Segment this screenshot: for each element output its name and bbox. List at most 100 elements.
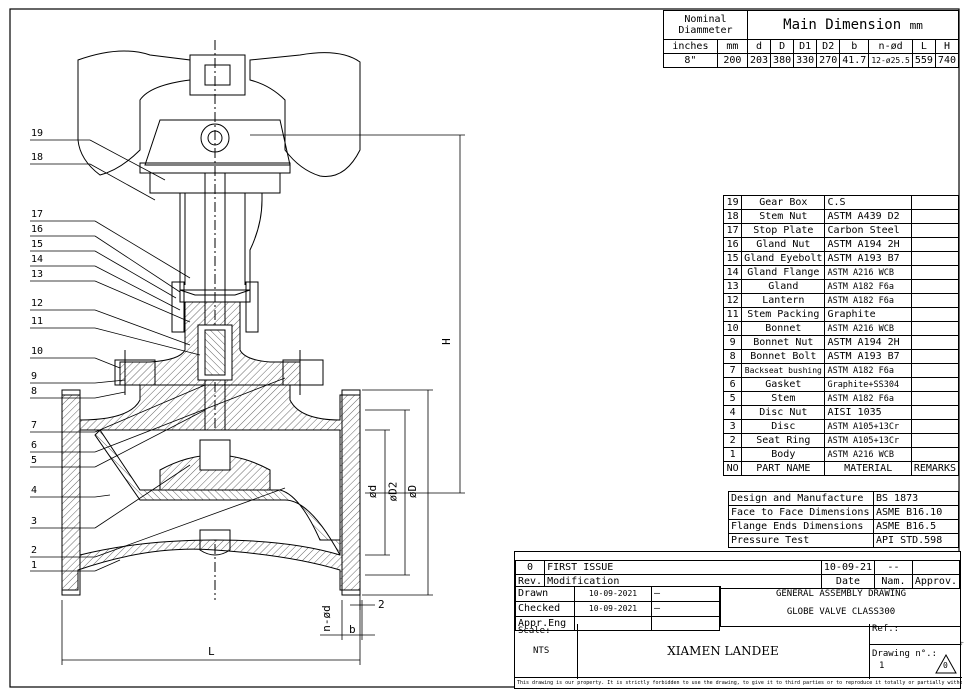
revision-triangle-icon (935, 654, 957, 674)
parts-header-row: NO PART NAME MATERIAL REMARKS (722, 461, 960, 476)
parts-cell-no: 17 (722, 223, 743, 238)
sheet-border (9, 8, 960, 688)
standards-table: Design and Manufacture BS 1873 Face to F… (728, 491, 959, 548)
dim-value: 330 (793, 53, 818, 68)
parts-cell-material: ASTM A216 WCB (824, 447, 912, 462)
rev-label: Rev. (514, 574, 546, 589)
balloon-15: 15 (31, 239, 44, 250)
dim-header: b (839, 39, 870, 54)
standard-value: API STD.598 (873, 533, 959, 548)
dim-value: 8" (663, 53, 718, 68)
parts-cell-name: Disc Nut (741, 405, 826, 420)
parts-cell-remarks (910, 293, 960, 308)
dim-nd: n-ød (319, 605, 333, 632)
revision-row: 0 FIRST ISSUE 10-09-21 -- (514, 560, 961, 575)
parts-cell-name: Gasket (741, 377, 826, 392)
parts-cell-remarks (910, 237, 960, 252)
drawing-title-2: GLOBE VALVE CLASS300 (786, 607, 896, 617)
parts-cell-no: 7 (722, 363, 743, 378)
dim-header: n-ød (868, 39, 913, 54)
parts-cell-material: AISI 1035 (824, 405, 912, 420)
parts-cell-material: Carbon Steel (824, 223, 912, 238)
parts-cell-name: Gland Nut (741, 237, 826, 252)
drawn-label: Drawn (515, 586, 575, 602)
parts-cell-no: 19 (722, 195, 743, 210)
balloon-8: 8 (31, 386, 38, 397)
dim-value: 203 (746, 53, 772, 68)
standard-label: Pressure Test (728, 533, 874, 548)
drawing-no: 1 (879, 661, 885, 671)
dim-header: D1 (793, 39, 818, 54)
balloon-16: 16 (31, 224, 44, 235)
parts-cell-remarks (910, 433, 960, 448)
parts-header-no: NO (722, 461, 743, 476)
parts-cell-no: 2 (722, 433, 743, 448)
standard-value: ASME B16.10 (873, 505, 959, 520)
standard-label: Flange Ends Dimensions (728, 519, 874, 534)
drawing-title-box: GENERAL ASSEMBLY DRAWING GLOBE VALVE CLA… (720, 586, 961, 627)
parts-cell-name: Body (741, 447, 826, 462)
unit-text: mm (909, 18, 923, 32)
gearbox-top (189, 54, 246, 96)
parts-cell-name: Backseat bushing (741, 363, 826, 378)
rev-number: 0 (514, 560, 546, 575)
parts-cell-material: ASTM A182 F6a (824, 363, 912, 378)
balloon-1: 1 (31, 560, 38, 571)
parts-cell-remarks (910, 307, 960, 322)
scale-label: Scale: (518, 626, 551, 636)
checked-by: – (651, 601, 720, 617)
parts-cell-no: 14 (722, 265, 743, 280)
balloon-2: 2 (31, 545, 38, 556)
leader-lines (30, 139, 286, 572)
standard-value: BS 1873 (873, 491, 959, 506)
balloon-11: 11 (31, 316, 44, 327)
standard-label: Face to Face Dimensions (728, 505, 874, 520)
dim-header: d (746, 39, 772, 54)
balloon-6: 6 (31, 440, 38, 451)
appr-by (651, 616, 720, 631)
dim-value: 380 (770, 53, 795, 68)
dim-H: H (439, 338, 453, 345)
parts-cell-material: ASTM A182 F6a (824, 279, 912, 294)
standard-row: Flange Ends Dimensions ASME B16.5 (728, 519, 959, 534)
main-dimension-table: Nominal Diammeter Main Dimension mm inch… (663, 10, 960, 68)
parts-cell-name: Bonnet Nut (741, 335, 826, 350)
signoff-row: Checked 10-09-2021 – (515, 601, 720, 617)
dim-D2: øD2 (386, 481, 400, 502)
ref-divider (869, 644, 960, 645)
standard-row: Design and Manufacture BS 1873 (728, 491, 959, 506)
dim-header: inches (663, 39, 718, 54)
standard-row: Face to Face Dimensions ASME B16.10 (728, 505, 959, 520)
standard-row: Pressure Test API STD.598 (728, 533, 959, 548)
checked-date: 10-09-2021 (574, 601, 652, 617)
parts-cell-no: 15 (722, 251, 743, 266)
parts-cell-remarks (910, 391, 960, 406)
parts-cell-material: ASTM A194 2H (824, 237, 912, 252)
valve-outline (61, 40, 361, 600)
parts-cell-remarks (910, 321, 960, 336)
drawing-title-1: GENERAL ASSEMBLY DRAWING (775, 589, 907, 599)
dim-header: D2 (816, 39, 841, 54)
dim-D: øD (406, 484, 420, 499)
disclaimer: This drawing is our property. It is stri… (515, 677, 962, 688)
parts-cell-material: ASTM A182 F6a (824, 293, 912, 308)
rev-date: 10-09-21 (820, 560, 876, 575)
parts-cell-remarks (910, 251, 960, 266)
dim-header: H (934, 39, 960, 54)
parts-cell-name: Gear Box (741, 195, 826, 210)
parts-cell-remarks (910, 349, 960, 364)
standard-label: Design and Manufacture (728, 491, 874, 506)
parts-cell-no: 13 (722, 279, 743, 294)
parts-cell-remarks (910, 363, 960, 378)
